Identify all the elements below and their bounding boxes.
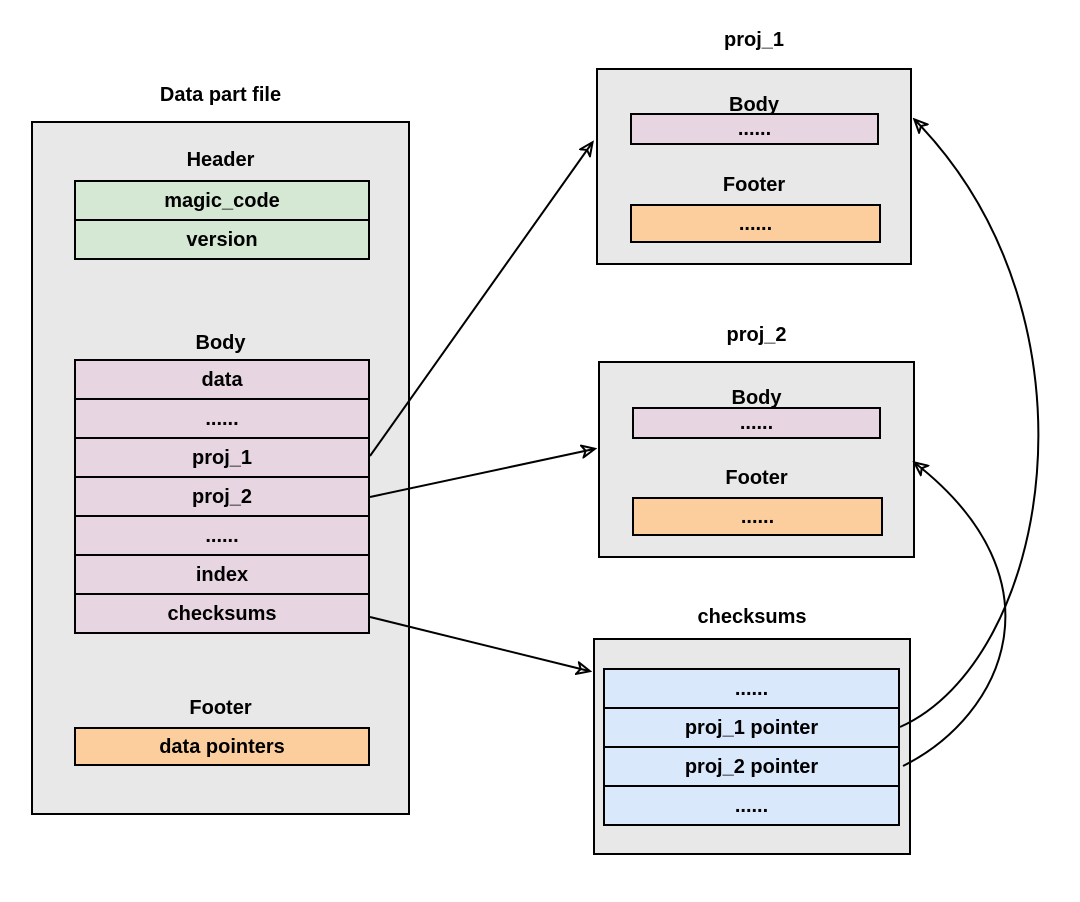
body-row-ellipsis-1: ...... [74,398,370,439]
header-row-magic-code: magic_code [74,180,370,221]
footer-label: Footer [189,697,252,719]
data-part-file-box: Header magic_code version Body data ....… [31,121,410,815]
proj-1-body-row: ...... [630,113,879,145]
body-row-index: index [74,554,370,595]
header-label: Header [186,149,255,171]
arrow-proj-1-pointer-to-proj-1-box [899,120,1040,728]
checksums-row-proj-2-pointer: proj_2 pointer [603,746,900,787]
header-rows: magic_code version [74,180,370,260]
proj-2-footer-row: ...... [632,497,883,536]
proj-2-body-label: Body [731,387,782,409]
proj-2-box: Body ...... Footer ...... [598,361,915,558]
body-rows: data ...... proj_1 proj_2 ...... index c… [74,359,370,634]
checksums-row-proj-1-pointer: proj_1 pointer [603,707,900,748]
body-label: Body [195,332,246,354]
proj-1-footer-row: ...... [630,204,881,243]
body-row-checksums: checksums [74,593,370,634]
arrow-proj-2-pointer-to-proj-2-box [902,463,1007,767]
body-row-data: data [74,359,370,400]
data-part-file-title: Data part file [159,84,282,106]
body-row-proj-2: proj_2 [74,476,370,517]
checksums-row-ellipsis-1: ...... [603,668,900,709]
proj-2-title: proj_2 [726,324,787,346]
footer-row-data-pointers: data pointers [74,727,370,766]
header-row-version: version [74,219,370,260]
proj-1-body-label: Body [729,94,779,116]
proj-1-footer-label: Footer [722,174,786,196]
proj-1-title: proj_1 [723,29,785,51]
body-row-proj-1: proj_1 [74,437,370,478]
proj-2-footer-label: Footer [725,467,788,489]
checksums-rows: ...... proj_1 pointer proj_2 pointer ...… [603,668,900,826]
checksums-row-ellipsis-2: ...... [603,785,900,826]
body-row-ellipsis-2: ...... [74,515,370,556]
checksums-title: checksums [697,606,807,628]
proj-1-box: Body ...... Footer ...... [596,68,912,265]
proj-2-body-row: ...... [632,407,881,439]
checksums-box: ...... proj_1 pointer proj_2 pointer ...… [593,638,911,855]
